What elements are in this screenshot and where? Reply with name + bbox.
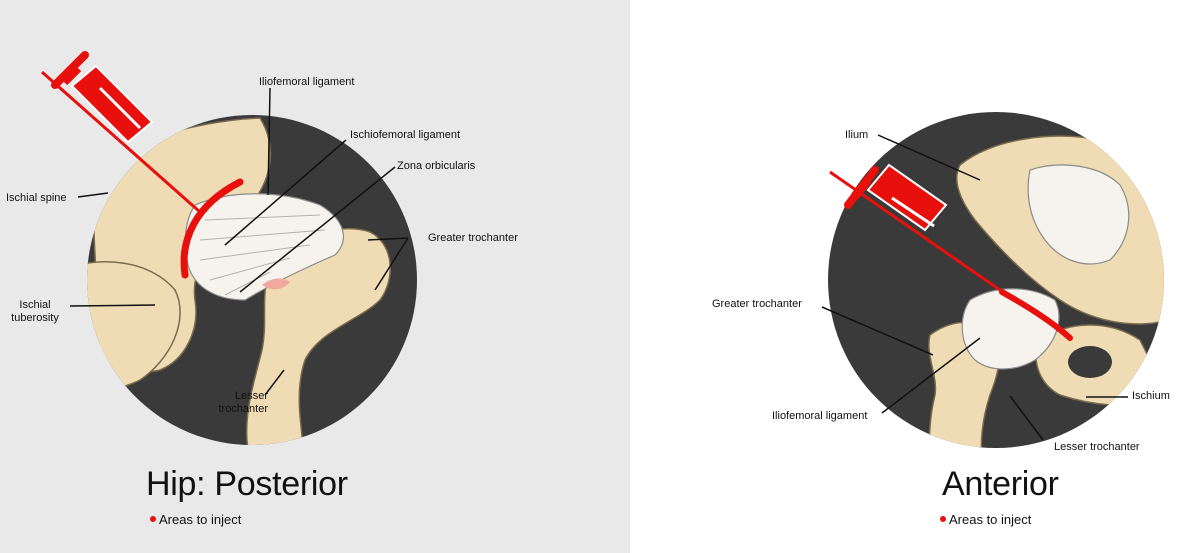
posterior-title: Hip: Posterior (146, 465, 348, 504)
anterior-title: Anterior (942, 465, 1059, 504)
label-ischial-spine: Ischial spine (6, 192, 67, 205)
legend-dot-icon (150, 516, 156, 522)
label-ischial-tuberosity: Ischial tuberosity (3, 299, 67, 325)
posterior-legend: Areas to inject (150, 512, 241, 527)
posterior-legend-text: Areas to inject (159, 512, 241, 527)
obturator-foramen (1068, 346, 1112, 378)
anterior-panel: Ilium Greater trochanter Iliofemoral lig… (630, 0, 1184, 553)
label-greater-trochanter-anterior: Greater trochanter (712, 298, 802, 311)
label-ilium: Ilium (845, 129, 868, 142)
anterior-illustration (630, 0, 1184, 553)
label-greater-trochanter-posterior: Greater trochanter (428, 232, 518, 245)
legend-dot-icon (940, 516, 946, 522)
label-lesser-trochanter-anterior: Lesser trochanter (1054, 441, 1140, 454)
label-zona-orbicularis: Zona orbicularis (397, 160, 475, 173)
label-ischium: Ischium (1132, 390, 1170, 403)
label-iliofemoral-anterior: Iliofemoral ligament (772, 410, 867, 423)
anterior-legend: Areas to inject (940, 512, 1031, 527)
anterior-legend-text: Areas to inject (949, 512, 1031, 527)
posterior-panel: Iliofemoral ligament Ischiofemoral ligam… (0, 0, 630, 553)
label-iliofemoral-posterior: Iliofemoral ligament (259, 76, 354, 89)
label-ischiofemoral: Ischiofemoral ligament (350, 129, 460, 142)
label-lesser-trochanter-posterior: Lesser trochanter (218, 390, 268, 416)
